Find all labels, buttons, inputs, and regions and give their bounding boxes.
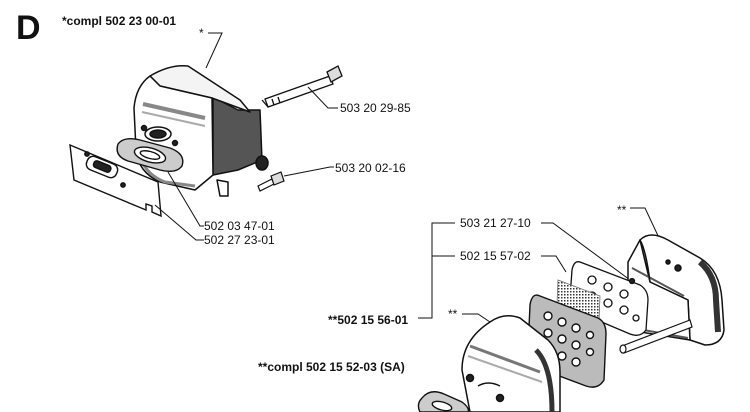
muffler-half-left <box>461 315 561 412</box>
part-label-spark-arrestor-2: 502 15 57-02 <box>460 249 531 263</box>
part-label-bolt-long: 503 20 29-85 <box>340 101 411 115</box>
leader-bolt-long <box>307 86 338 109</box>
leader-spark-arrestor-2 <box>541 255 567 273</box>
leader-marker-single <box>205 32 223 69</box>
part-label-kit: **502 15 56-01 <box>328 313 409 327</box>
rod <box>619 319 693 354</box>
leader-spark-arrestor-1 <box>541 222 631 281</box>
bolt-long <box>261 65 343 108</box>
section-letter: D <box>16 9 41 47</box>
gasket-bottom <box>417 391 470 412</box>
leader-screw-small <box>283 166 334 177</box>
marker-double-1: ** <box>617 203 627 217</box>
marker-double-2: ** <box>448 307 458 321</box>
leader-plate-1 <box>154 204 204 241</box>
part-label-spark-arrestor-1: 503 21 27-10 <box>460 216 531 230</box>
muffler-half-right <box>627 234 725 346</box>
leader-gasket-1 <box>167 171 204 227</box>
spark-arrestor-plate <box>569 261 649 336</box>
assembly-top-label: *compl 502 23 00-01 <box>62 14 177 28</box>
screw-small <box>257 171 285 192</box>
part-label-screw-small: 503 20 02-16 <box>335 161 406 175</box>
leader-marker-double-2 <box>462 313 491 323</box>
part-label-plate-1: 502 27 23-01 <box>204 233 275 247</box>
leader-marker-double-1 <box>630 207 661 241</box>
gasket-1 <box>116 137 184 173</box>
muffler-body-top <box>133 64 269 197</box>
part-label-assembly-sa: **compl 502 15 52-03 (SA) <box>258 360 405 374</box>
part-label-gasket-1: 502 03 47-01 <box>204 219 275 233</box>
kit-bracket <box>418 222 455 319</box>
plate-1 <box>69 143 162 218</box>
marker-single: * <box>199 26 204 40</box>
